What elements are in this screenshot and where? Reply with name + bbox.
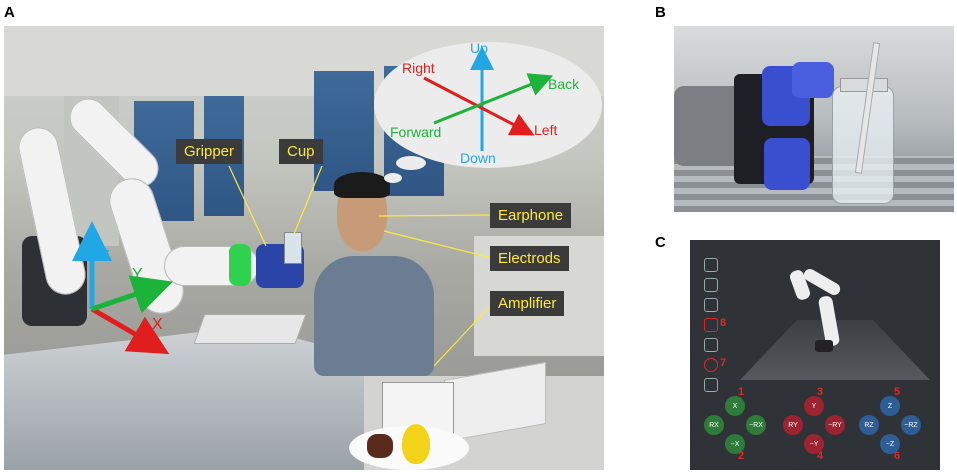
label-earphone: Earphone [490, 203, 572, 228]
jog-y-minus-button[interactable]: −Y [804, 434, 824, 454]
marker-4: 4 [817, 450, 824, 462]
y-axis-arrow [91, 275, 173, 314]
direction-left: Left [534, 122, 558, 138]
jog-x-plus-button[interactable]: X [725, 396, 745, 416]
zoom-in-icon[interactable] [704, 258, 718, 272]
thought-bubble-dot [384, 173, 402, 183]
jog-y-plus-button[interactable]: Y [804, 396, 824, 416]
gripper-finger-front [792, 62, 834, 98]
marker-8: 8 [720, 317, 727, 329]
direction-arrows [423, 46, 554, 151]
marker-1: 1 [738, 386, 745, 398]
jog-ry-minus-button[interactable]: −RY [825, 415, 845, 435]
direction-back: Back [548, 76, 580, 92]
cup [284, 232, 302, 264]
jog-rx-minus-button[interactable]: −RX [746, 415, 766, 435]
square-icon[interactable] [704, 378, 718, 392]
jog-x-minus-button[interactable]: −X [725, 434, 745, 454]
layers-icon[interactable] [704, 298, 718, 312]
x-axis-arrow [90, 306, 170, 355]
back-arrow [433, 73, 554, 125]
robot-model-base [815, 340, 833, 352]
pear [402, 424, 430, 464]
window-blind [314, 71, 374, 191]
label-gripper: Gripper [176, 139, 243, 164]
label-amplifier: Amplifier [490, 291, 565, 316]
marker-5: 5 [894, 386, 901, 398]
y-axis-label: Y [132, 266, 143, 283]
robot-coordinate-frame [72, 221, 173, 355]
thought-bubble-dot [396, 156, 426, 170]
jar-lid [840, 78, 888, 92]
robot-led-ring [229, 244, 251, 286]
marker-3: 3 [817, 386, 824, 398]
panel-letter-c: C [655, 234, 666, 251]
gripper-finger-bottom [764, 138, 810, 190]
chocolate-cake [367, 434, 393, 458]
person-hair [334, 172, 390, 198]
jog-ry-plus-button[interactable]: RY [783, 415, 803, 435]
marker-7: 7 [720, 357, 727, 369]
gripper-closeup-photo [674, 26, 954, 212]
jog-z-plus-button[interactable]: Z [880, 396, 900, 416]
jog-rz-plus-button[interactable]: RZ [859, 415, 879, 435]
zoom-out-icon[interactable] [704, 278, 718, 292]
marker-2: 2 [738, 450, 745, 462]
panel-letter-b: B [655, 4, 666, 21]
panel-letter-a: A [4, 4, 15, 21]
jog-z-minus-button[interactable]: −Z [880, 434, 900, 454]
direction-forward: Forward [390, 124, 442, 140]
link-icon[interactable] [704, 338, 718, 352]
jog-rx-plus-button[interactable]: RX [704, 415, 724, 435]
callout-lines [228, 165, 493, 367]
person-body [314, 256, 434, 376]
label-electrods: Electrods [490, 246, 569, 271]
direction-down: Down [460, 150, 496, 166]
control-software-screenshot: 8 7 X RX −RX −X 1 2 Y RY −RY −Y 3 4 Z RZ… [690, 240, 940, 470]
marker-6: 6 [894, 450, 901, 462]
direction-right: Right [402, 60, 435, 76]
left-arrow [423, 76, 535, 136]
robot-joint [674, 86, 744, 166]
jog-rz-minus-button[interactable]: −RZ [901, 415, 921, 435]
label-cup: Cup [279, 139, 323, 164]
record-icon[interactable] [704, 358, 718, 372]
direction-up: Up [470, 40, 488, 56]
z-axis-label: Z [100, 248, 110, 265]
experiment-photo: Z Y X Up Down Right Left Back Forward Gr… [4, 26, 604, 470]
x-axis-label: X [152, 316, 163, 333]
axis-icon[interactable] [704, 318, 718, 332]
